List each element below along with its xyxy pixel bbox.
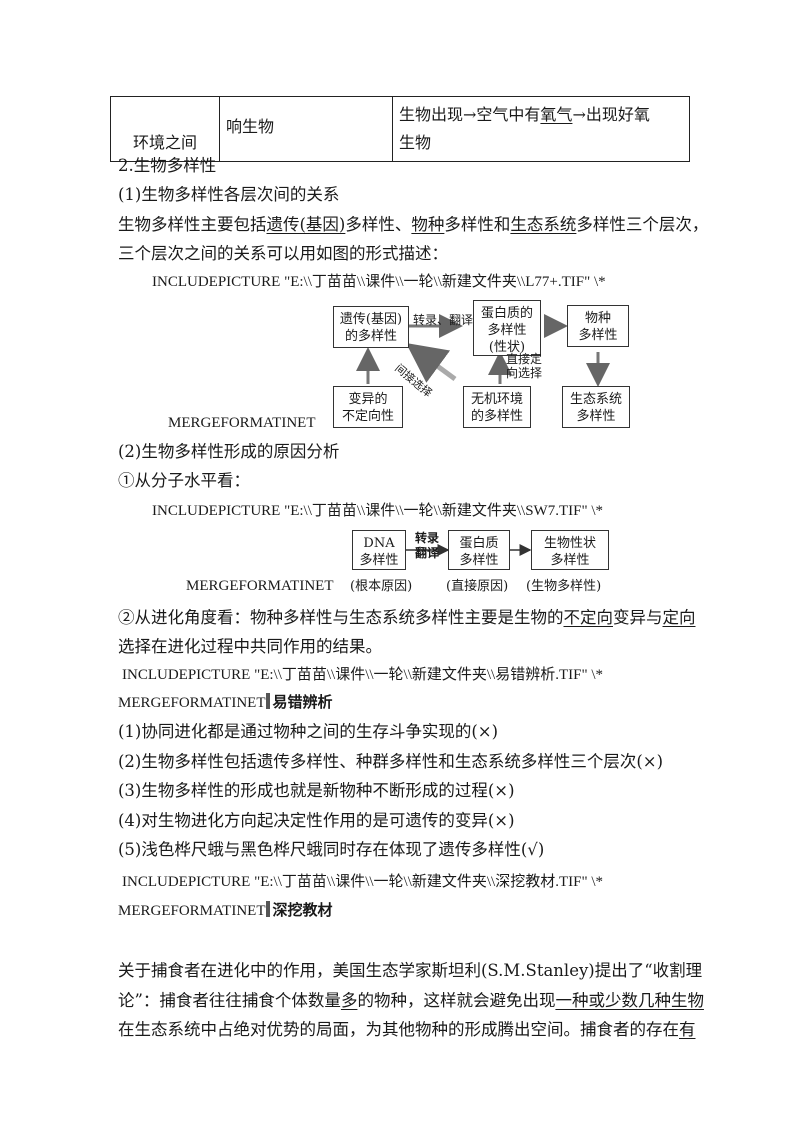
section-heading: 2.生物多样性 bbox=[118, 156, 217, 175]
paragraph-1: 生物多样性主要包括遗传(基因)多样性、物种多样性和生态系统多样性三个层次， bbox=[118, 215, 708, 235]
evo-underline-1: 不定向 bbox=[563, 608, 614, 627]
deep-tag: 深挖教材 bbox=[272, 901, 333, 919]
evolution-line-2: 选择在进化过程中共同作用的结果。 bbox=[118, 637, 382, 656]
box-species-diversity: 物种 多样性 bbox=[567, 305, 629, 347]
error-item: (4)对生物进化方向起决定性作用的是可遗传的变异(×) bbox=[118, 811, 515, 830]
errors-merge-line: MERGEFORMATINET 易错辨析 bbox=[118, 691, 333, 712]
deep-paragraph-1: 关于捕食者在进化中的作用，美国生态学家斯坦利(S.M.Stanley)提出了“收… bbox=[118, 961, 703, 980]
merge-format-2: MERGEFORMATINET bbox=[186, 578, 334, 594]
table-text-3a: 生物出现→空气中有 bbox=[399, 105, 541, 124]
label-trans: 转录、翻译 bbox=[413, 313, 474, 327]
errors-tag-bar bbox=[265, 693, 270, 709]
include-picture-4: INCLUDEPICTURE "E:\\丁苗苗\\课件\\一轮\\新建文件夹\\… bbox=[122, 874, 603, 890]
include-picture-1: INCLUDEPICTURE "E:\\丁苗苗\\课件\\一轮\\新建文件夹\\… bbox=[152, 274, 606, 290]
box-protein-diversity: 蛋白质的 多样性 (性状) bbox=[473, 300, 541, 356]
error-item: (5)浅色桦尺蛾与黑色桦尺蛾同时存在体现了遗传多样性(√) bbox=[118, 840, 545, 859]
subheading-2: (2)生物多样性形成的原因分析 bbox=[118, 442, 340, 461]
box-protein: 蛋白质 多样性 bbox=[448, 530, 510, 570]
deep-merge-line: MERGEFORMATINET 深挖教材 bbox=[118, 899, 333, 920]
merge-format-1: MERGEFORMATINET bbox=[168, 415, 316, 431]
p1-text-c: 多样性和 bbox=[444, 215, 511, 234]
error-item: (3)生物多样性的形成也就是新物种不断形成的过程(×) bbox=[118, 781, 515, 800]
p1-text-d: 多样性三个层次， bbox=[576, 215, 709, 234]
deep-p2-underline-1: 多 bbox=[340, 991, 358, 1010]
table-text-3u: 氧气 bbox=[540, 105, 573, 124]
error-item: (2)生物多样性包括遗传多样性、种群多样性和生态系统多样性三个层次(×) bbox=[118, 752, 664, 771]
caption-root: (根本原因) bbox=[350, 579, 413, 594]
deep-p3-underline: 有 bbox=[679, 1020, 696, 1039]
p1-text-a: 生物多样性主要包括 bbox=[118, 215, 267, 234]
deep-p2-underline-2: 一种或少数几种生物 bbox=[555, 991, 704, 1010]
diagram2-arrows bbox=[406, 544, 532, 556]
table-cell-3: 生物出现→空气中有氧气→出现好氧 生物 bbox=[392, 96, 690, 162]
deep-paragraph-2: 论”：捕食者往往捕食个体数量多的物种，这样就会避免出现一种或少数几种生物 bbox=[118, 991, 704, 1011]
evo-underline-2: 定向 bbox=[662, 608, 696, 627]
subheading-1: (1)生物多样性各层次间的关系 bbox=[118, 185, 340, 204]
include-picture-3: INCLUDEPICTURE "E:\\丁苗苗\\课件\\一轮\\新建文件夹\\… bbox=[122, 667, 603, 683]
deep-paragraph-3: 在生态系统中占绝对优势的局面，为其他物种的形成腾出空间。捕食者的存在有 bbox=[118, 1020, 696, 1040]
box-variation: 变异的 不定向性 bbox=[333, 386, 403, 428]
caption-direct: (直接原因) bbox=[446, 579, 509, 594]
table-text-3c: 生物 bbox=[399, 133, 432, 152]
label-trans-2: 转录 翻译 bbox=[415, 531, 440, 560]
table-text-2: 响生物 bbox=[226, 117, 275, 136]
evolution-line-1: ②从进化角度看：物种多样性与生态系统多样性主要是生物的不定向变异与定向 bbox=[118, 608, 696, 628]
evo-text-a: ②从进化角度看：物种多样性与生态系统多样性主要是生物的 bbox=[118, 608, 564, 627]
merge-format-4: MERGEFORMATINET bbox=[118, 903, 266, 919]
table-cell-1: 环境之间 bbox=[110, 96, 220, 162]
box-ecosystem: 生态系统 多样性 bbox=[562, 386, 630, 428]
box-environment: 无机环境 的多样性 bbox=[463, 386, 531, 428]
caption-diversity: (生物多样性) bbox=[526, 579, 602, 594]
table-cell-2: 响生物 bbox=[219, 96, 393, 162]
p1-underline-1: 遗传(基因) bbox=[266, 215, 346, 234]
error-item: (1)协同进化都是通过物种之间的生存斗争实现的(×) bbox=[118, 722, 499, 741]
diagram1-arrows bbox=[356, 314, 610, 387]
p1-text-b: 多样性、 bbox=[345, 215, 412, 234]
deep-tag-bar bbox=[265, 901, 270, 917]
label-direct: 直接定 向选择 bbox=[506, 352, 543, 380]
p1-underline-2: 物种 bbox=[411, 215, 445, 234]
deep-p2-b: 的物种，这样就会避免出现 bbox=[357, 991, 556, 1010]
molecular-heading: ①从分子水平看： bbox=[118, 471, 250, 490]
table-text-3b: →出现好氧 bbox=[572, 105, 650, 124]
evo-text-b: 变异与 bbox=[613, 608, 663, 627]
arrow-indirect bbox=[405, 343, 457, 383]
include-picture-2: INCLUDEPICTURE "E:\\丁苗苗\\课件\\一轮\\新建文件夹\\… bbox=[152, 503, 603, 519]
paragraph-2: 三个层次之间的关系可以用如图的形式描述： bbox=[118, 244, 448, 263]
top-table: 环境之间 响生物 生物出现→空气中有氧气→出现好氧 生物 bbox=[110, 96, 690, 162]
box-dna: DNA 多样性 bbox=[352, 530, 406, 570]
table-text-1: 环境之间 bbox=[132, 133, 197, 152]
deep-p2-a: 论”：捕食者往往捕食个体数量 bbox=[118, 991, 341, 1010]
p1-underline-3: 生态系统 bbox=[510, 215, 577, 234]
deep-p3-a: 在生态系统中占绝对优势的局面，为其他物种的形成腾出空间。捕食者的存在 bbox=[118, 1020, 679, 1039]
box-trait: 生物性状 多样性 bbox=[531, 530, 609, 570]
errors-tag: 易错辨析 bbox=[272, 693, 333, 711]
box-genetic-diversity: 遗传(基因) 的多样性 bbox=[333, 306, 409, 348]
merge-format-3: MERGEFORMATINET bbox=[118, 695, 266, 711]
